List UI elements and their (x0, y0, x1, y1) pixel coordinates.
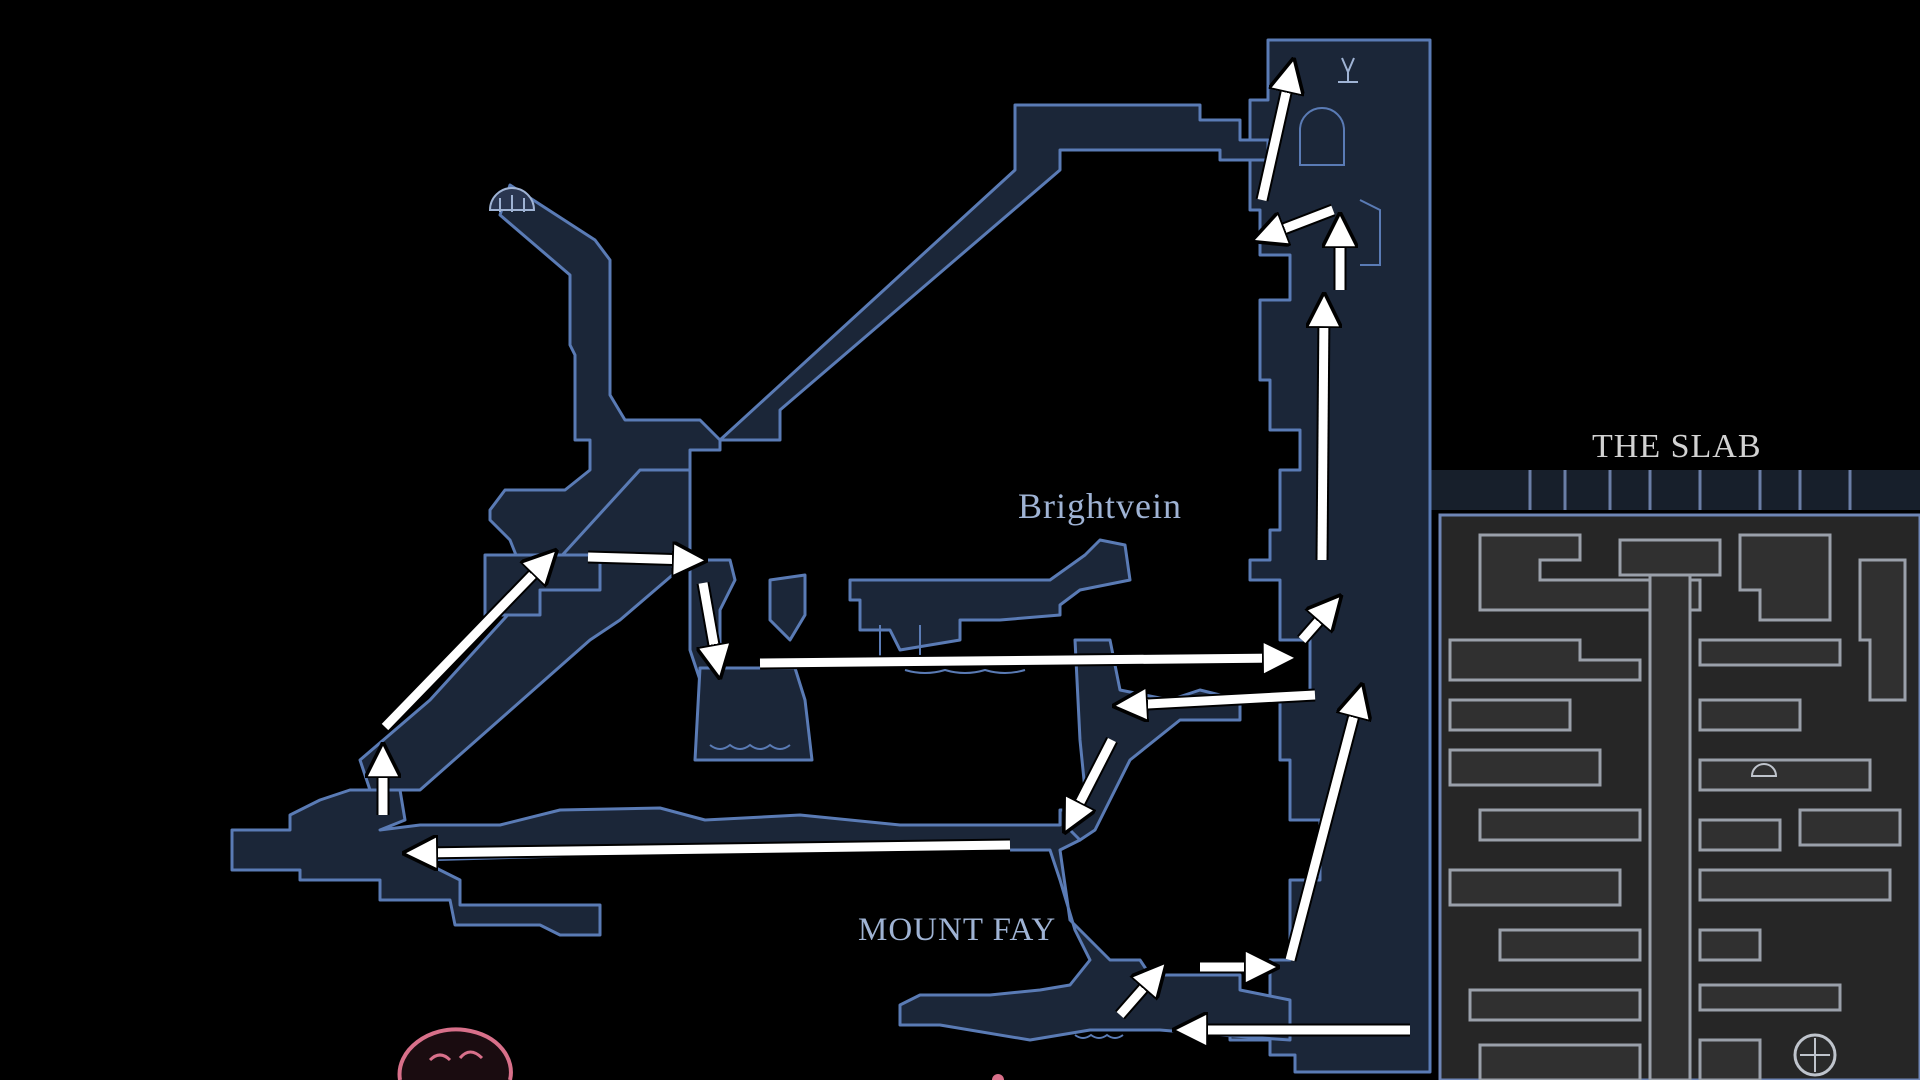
route-arrow (1268, 203, 1336, 235)
bench-icon (488, 187, 536, 212)
the-slab-region (1420, 470, 1920, 1080)
route-arrow (1297, 608, 1330, 645)
route-arrow (1322, 310, 1324, 561)
route-arrow (1283, 700, 1358, 962)
cave-details (709, 107, 1381, 1039)
lamp-icon (1338, 57, 1358, 83)
route-arrow (1130, 695, 1316, 705)
emblem-icon (1793, 1033, 1837, 1077)
route-arrow (1255, 75, 1290, 202)
route-arrow (380, 562, 545, 732)
area-label-the-slab: THE SLAB (1592, 428, 1762, 465)
route-arrow (759, 658, 1280, 663)
map-marker-icon (992, 1074, 1004, 1080)
character-portrait-icon (397, 1027, 513, 1080)
route-arrow (703, 581, 717, 662)
route-arrows (383, 75, 1410, 1030)
route-arrow (420, 845, 1011, 853)
route-arrow (587, 557, 690, 560)
lamp-icon (1750, 763, 1778, 777)
route-arrow (1115, 975, 1155, 1020)
area-label-brightvein: Brightvein (1018, 486, 1182, 526)
route-arrow (1072, 737, 1118, 818)
cave-region (230, 38, 1432, 1074)
area-label-mount-fay: MOUNT FAY (858, 912, 1057, 948)
